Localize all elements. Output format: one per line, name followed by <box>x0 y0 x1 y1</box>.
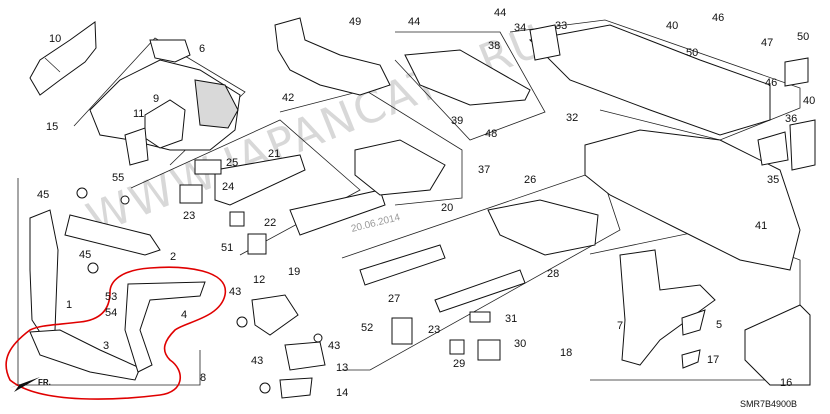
callout: 41 <box>755 220 767 232</box>
part-32-dashboard-upper <box>528 24 771 136</box>
callout: 50 <box>686 47 698 59</box>
callout: 27 <box>388 293 400 305</box>
callout: 34 <box>514 22 526 34</box>
callout: 47 <box>761 37 773 49</box>
part-34-bracket <box>529 24 561 61</box>
part-39-cowl-panel <box>404 49 531 106</box>
group-boxes <box>17 19 801 386</box>
part-14-mount <box>279 377 313 399</box>
callout: 18 <box>560 347 572 359</box>
part-35-36-brackets <box>757 119 816 171</box>
part-5-17-braces <box>681 309 706 369</box>
callout: 5 <box>716 319 722 331</box>
callout: 1 <box>66 299 72 311</box>
callout: 46 <box>712 12 724 24</box>
diagram-code: SMR7B4900B <box>740 399 797 409</box>
callout: 23 <box>183 210 195 222</box>
callout-labels: 1 2 3 4 5 6 7 8 9 10 11 12 13 14 15 16 1… <box>37 7 815 399</box>
part-13-mount <box>284 341 326 371</box>
callout: 6 <box>199 43 205 55</box>
callout: 21 <box>268 148 280 160</box>
callout: 45 <box>37 189 49 201</box>
part-46-bracket <box>784 57 809 87</box>
part-1-side-frame <box>29 209 59 341</box>
part-6-wheelhouse-upper <box>149 39 191 63</box>
callout: 15 <box>46 121 58 133</box>
callout: 53 <box>105 291 117 303</box>
callout: 36 <box>785 113 797 125</box>
callout: 40 <box>803 95 815 107</box>
callout: 43 <box>328 340 340 352</box>
callout: 49 <box>349 16 361 28</box>
callout: 44 <box>408 16 420 28</box>
part-3-lower-crossmember <box>29 329 141 381</box>
callout: 20 <box>441 202 453 214</box>
callout: 38 <box>488 40 500 52</box>
part-21-side-sill <box>214 154 386 236</box>
part-28-frame <box>434 269 526 313</box>
callout: 19 <box>288 266 300 278</box>
red-annotation-outline <box>5 266 226 400</box>
callout: 13 <box>336 362 348 374</box>
part-29-30-31-52-brackets <box>391 311 501 361</box>
callout: 40 <box>666 20 678 32</box>
callout: 31 <box>505 313 517 325</box>
callout: 46 <box>765 77 777 89</box>
svg-text:FR.: FR. <box>38 378 51 387</box>
callout: 23 <box>428 324 440 336</box>
callout: 39 <box>451 115 463 127</box>
callout: 10 <box>49 33 61 45</box>
date-stamp: 20.06.2014 <box>350 212 402 235</box>
callout: 29 <box>453 358 465 370</box>
callout: 14 <box>336 387 348 399</box>
callout: 8 <box>200 372 206 384</box>
callout: 4 <box>181 309 187 321</box>
part-18-wheelhouse-rear <box>619 249 716 366</box>
callout: 16 <box>780 377 792 389</box>
part-26-floor-front <box>487 199 599 256</box>
callout: 12 <box>253 274 265 286</box>
part-10-fender-apron <box>29 21 97 96</box>
callout: 37 <box>478 164 490 176</box>
callout: 45 <box>79 249 91 261</box>
callout: 50 <box>797 31 809 43</box>
part-4-front-upper-frame <box>124 281 206 373</box>
callout: 33 <box>555 20 567 32</box>
callout: 43 <box>251 355 263 367</box>
callout: 25 <box>226 157 238 169</box>
part-42-dash-upper <box>274 17 391 96</box>
callout: 9 <box>153 93 159 105</box>
small-brackets-center <box>179 159 267 255</box>
callout: 55 <box>112 172 124 184</box>
callout: 32 <box>566 112 578 124</box>
callout: 52 <box>361 322 373 334</box>
part-2-upper-crossmember <box>64 214 161 256</box>
callout: 42 <box>282 92 294 104</box>
callout: 54 <box>105 307 117 319</box>
callout: 7 <box>617 320 623 332</box>
part-20-floor-frame <box>354 139 446 196</box>
part-27-frame <box>359 244 446 286</box>
callout: 35 <box>767 174 779 186</box>
callout: 22 <box>264 217 276 229</box>
callout: 28 <box>547 268 559 280</box>
callout: 17 <box>707 354 719 366</box>
part-41-dashboard-lower <box>584 129 801 271</box>
part-16-quarter-inner <box>744 304 811 386</box>
part-11-bracket <box>124 127 149 166</box>
callout: 24 <box>222 181 234 193</box>
callout: 30 <box>514 338 526 350</box>
callout: 51 <box>221 242 233 254</box>
callout: 43 <box>229 286 241 298</box>
callout: 11 <box>133 108 144 120</box>
callout: 44 <box>494 7 506 19</box>
callout: 48 <box>485 128 497 140</box>
callout: 3 <box>103 340 109 352</box>
callout: 2 <box>170 251 176 263</box>
front-direction-arrow: FR. <box>10 377 51 392</box>
callout: 26 <box>524 174 536 186</box>
part-12-bracket <box>251 294 299 336</box>
